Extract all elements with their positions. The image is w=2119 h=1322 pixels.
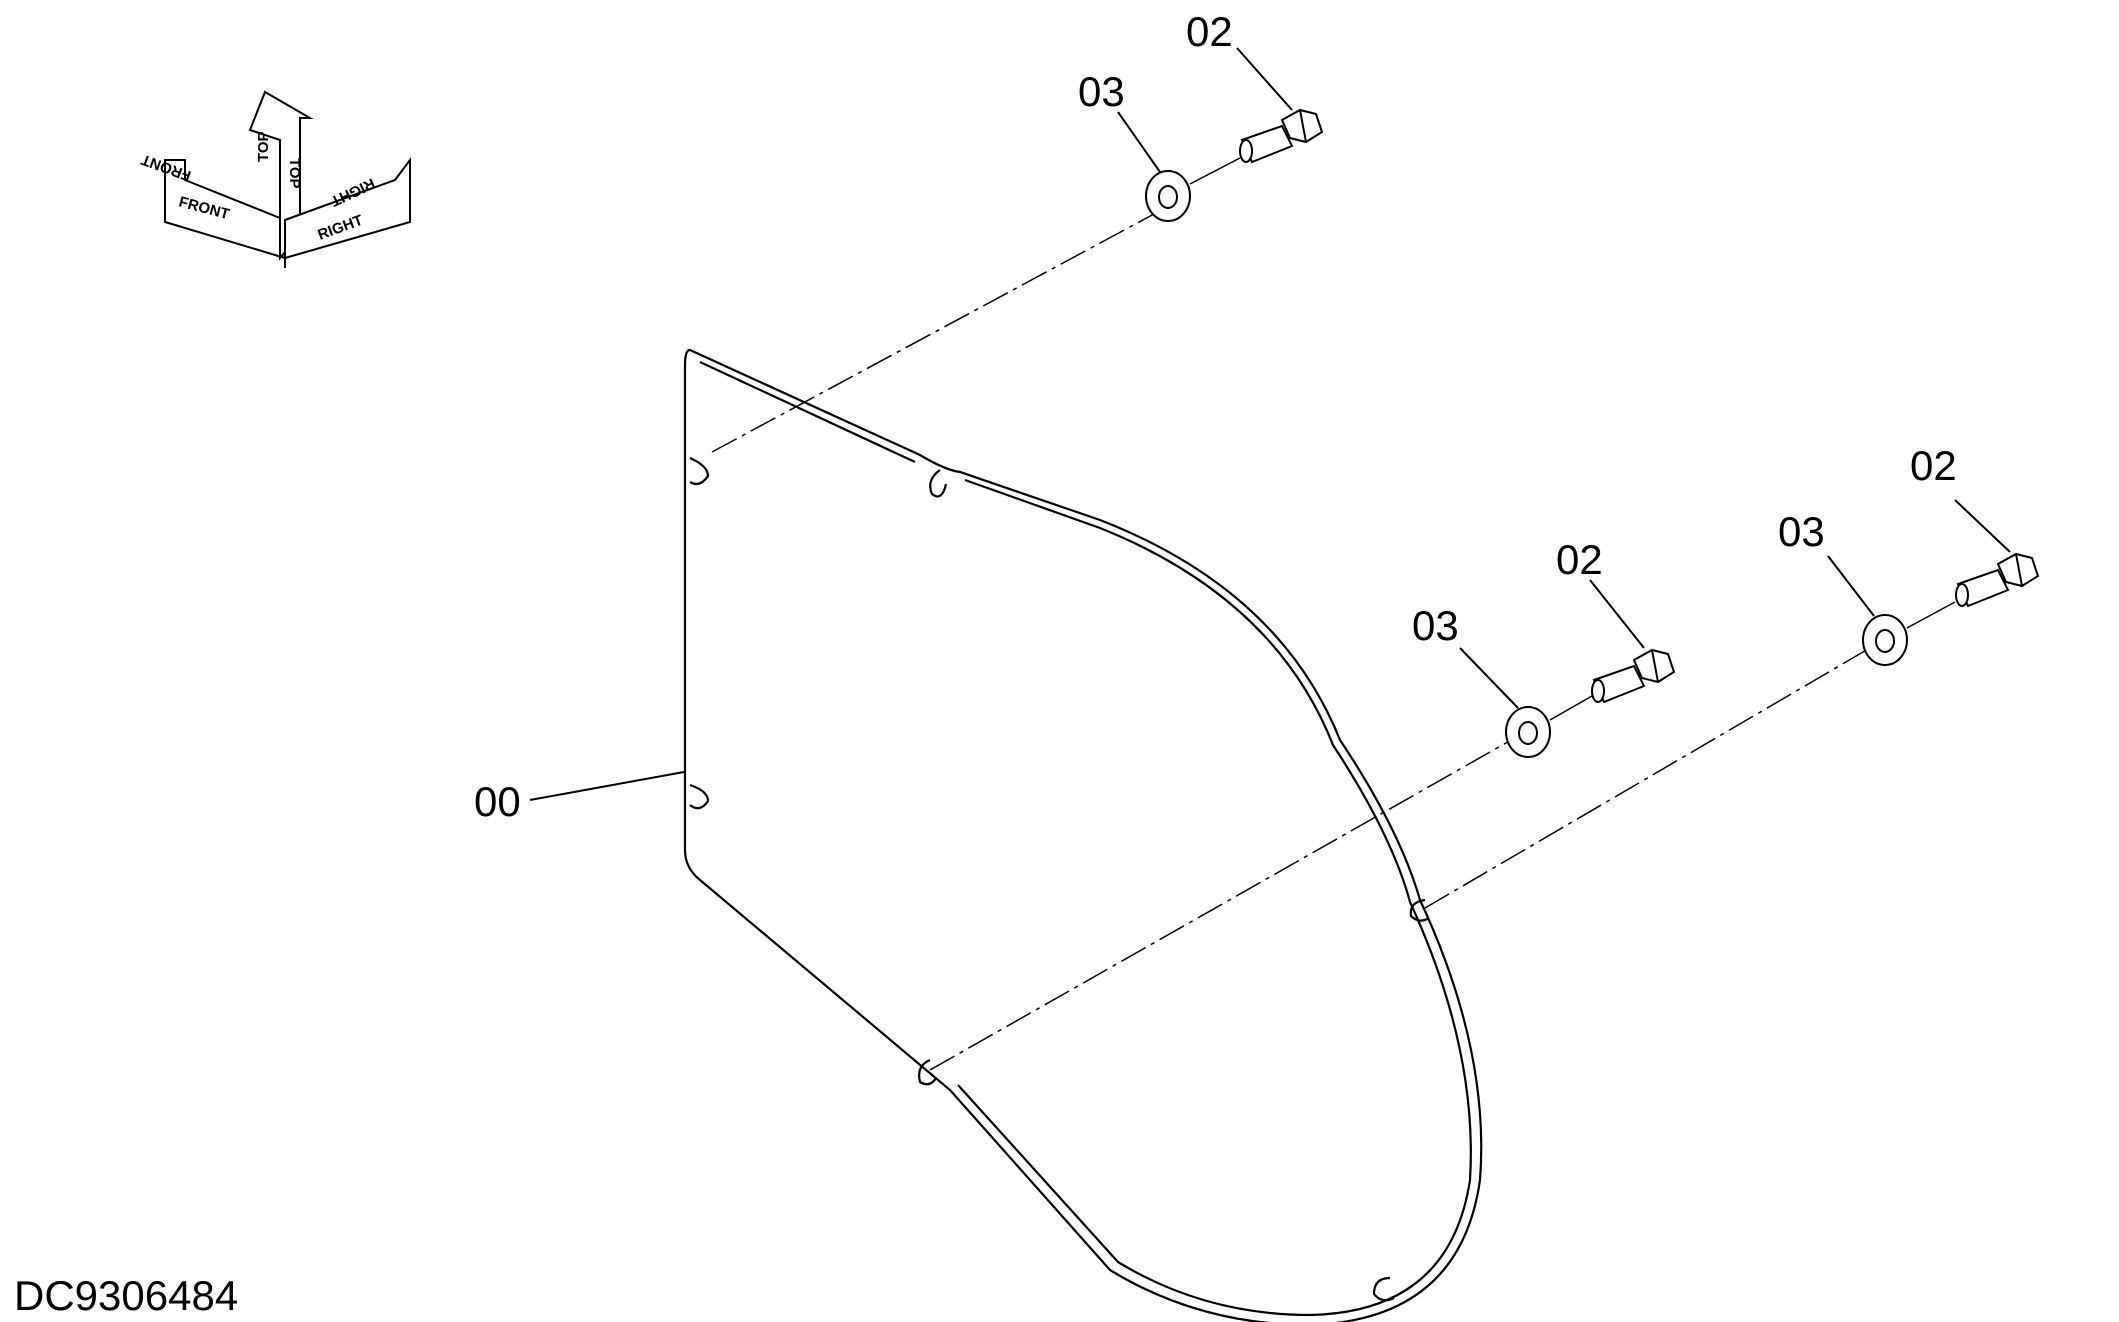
mounting-slot — [1372, 1276, 1395, 1302]
hardware-mid — [1505, 648, 1676, 758]
cover-plate-inner-edge — [699, 361, 1472, 1317]
callout-washer-top: 03 — [1078, 68, 1125, 115]
cover-plate — [683, 348, 1483, 1322]
assembly-center-lines — [711, 199, 1876, 1071]
callout-bolt-top: 02 — [1186, 8, 1233, 55]
mounting-slot — [689, 783, 710, 810]
orientation-indicator: FRONT TOP TOP RIGHT FRONT RIGHT — [139, 90, 411, 268]
drawing-id: DC9306484 — [14, 1272, 239, 1319]
washer-icon — [1505, 706, 1551, 758]
leader-lines — [529, 47, 2011, 801]
callout-bolt-mid: 02 — [1556, 536, 1603, 583]
orientation-label-top: TOP — [286, 158, 303, 189]
mounting-slot — [1409, 898, 1430, 922]
bolt-icon — [1955, 552, 2040, 608]
washer-icon — [1862, 614, 1908, 666]
orientation-label-top-mirror: TOP — [255, 131, 272, 162]
cover-plate-outline — [683, 348, 1483, 1322]
callout-washer-right: 03 — [1778, 508, 1825, 555]
mounting-slot — [929, 469, 948, 498]
callout-bolt-right: 02 — [1910, 442, 1957, 489]
washer-icon — [1145, 170, 1191, 222]
mounting-slot — [689, 456, 710, 486]
bolt-icon — [1239, 108, 1324, 164]
hardware-right — [1862, 552, 2040, 666]
mounting-slot — [918, 1058, 937, 1086]
hardware-top — [1145, 108, 1324, 222]
bolt-icon — [1591, 648, 1676, 704]
callout-cover: 00 — [474, 778, 521, 825]
callout-washer-mid: 03 — [1412, 602, 1459, 649]
